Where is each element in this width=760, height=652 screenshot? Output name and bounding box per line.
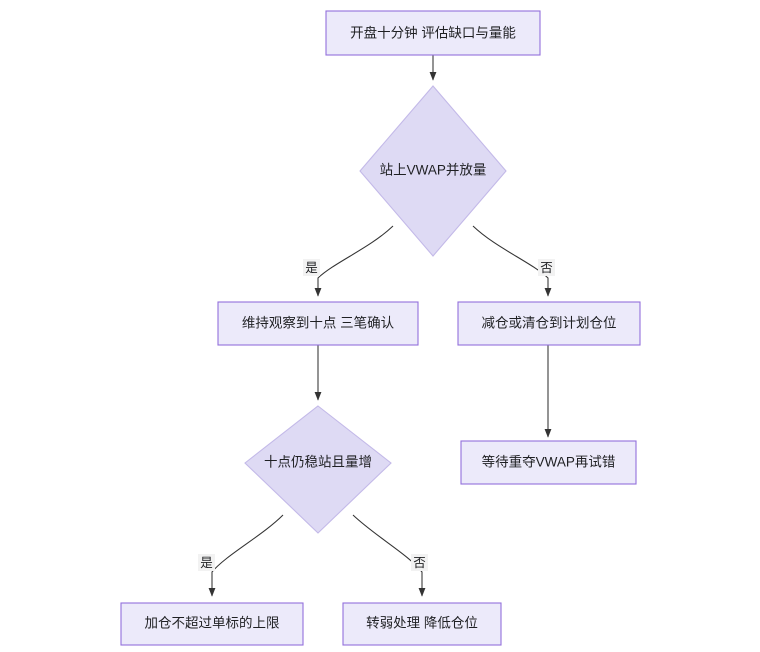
edge-decision2-to-addposition xyxy=(208,514,284,597)
node-addposition-shape[interactable] xyxy=(120,602,304,646)
edge-label-decision1-no: 否 xyxy=(538,259,555,276)
edge-label-decision1-yes: 是 xyxy=(303,259,320,276)
edge-label-decision1-yes-text: 是 xyxy=(305,261,318,275)
node-decision1-label: 站上VWAP并放量 xyxy=(380,163,487,178)
edge-label-decision2-yes-text: 是 xyxy=(200,556,213,570)
edge-label-decision1-no-text: 否 xyxy=(540,261,553,275)
node-decision1-shape[interactable] xyxy=(359,85,507,257)
node-reduce-shape[interactable] xyxy=(457,301,641,346)
node-start[interactable]: 开盘十分钟 评估缺口与量能 xyxy=(325,10,541,56)
edge-label-decision2-yes: 是 xyxy=(198,554,215,571)
node-hold-shape[interactable] xyxy=(217,301,419,346)
edge-label-decision2-no-text: 否 xyxy=(413,556,426,570)
edge-decision1-to-reduce xyxy=(472,225,552,297)
node-addposition-label: 加仓不超过单标的上限 xyxy=(145,616,280,631)
node-hold-label: 维持观察到十点 三笔确认 xyxy=(242,315,395,331)
node-addposition[interactable]: 加仓不超过单标的上限 xyxy=(120,602,304,646)
edge-decision1-to-hold xyxy=(314,225,394,297)
node-start-shape[interactable] xyxy=(325,10,541,56)
node-decision1[interactable]: 站上VWAP并放量 xyxy=(359,85,507,257)
edge-labels-layer: 是 否 是 否 xyxy=(198,259,555,571)
nodes-layer: 开盘十分钟 评估缺口与量能 站上VWAP并放量 维持观察到十点 三笔确认 减仓或… xyxy=(120,10,641,646)
edge-decision2-to-weaken xyxy=(352,514,426,597)
node-weaken-label: 转弱处理 降低仓位 xyxy=(366,616,478,631)
edge-label-decision2-no: 否 xyxy=(411,554,428,571)
node-start-label: 开盘十分钟 评估缺口与量能 xyxy=(350,25,516,41)
node-weaken[interactable]: 转弱处理 降低仓位 xyxy=(342,602,502,646)
node-wait-label: 等待重夺VWAP再试错 xyxy=(482,454,616,470)
node-decision2[interactable]: 十点仍稳站且量增 xyxy=(244,405,392,534)
node-wait-shape[interactable] xyxy=(460,440,637,485)
node-hold[interactable]: 维持观察到十点 三笔确认 xyxy=(217,301,419,346)
node-decision2-shape[interactable] xyxy=(244,405,392,534)
edges-layer xyxy=(208,55,552,597)
node-reduce-label: 减仓或清仓到计划仓位 xyxy=(482,316,617,331)
node-decision2-label: 十点仍稳站且量增 xyxy=(264,455,372,470)
node-wait[interactable]: 等待重夺VWAP再试错 xyxy=(460,440,637,485)
node-weaken-shape[interactable] xyxy=(342,602,502,646)
node-reduce[interactable]: 减仓或清仓到计划仓位 xyxy=(457,301,641,346)
